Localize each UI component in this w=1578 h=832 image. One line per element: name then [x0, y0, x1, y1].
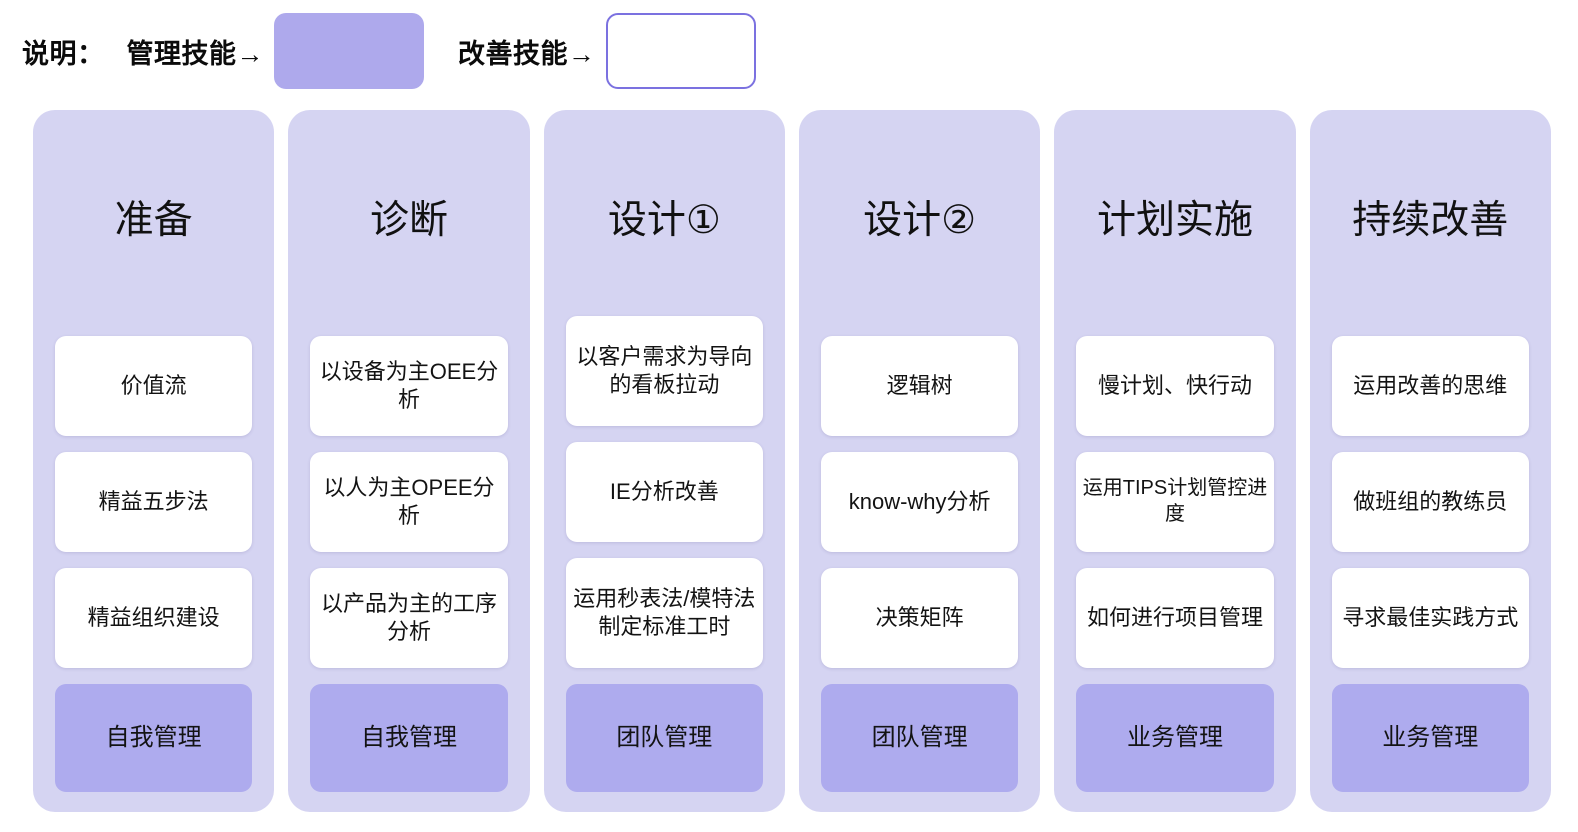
management-card[interactable]: 团队管理 — [820, 684, 1019, 792]
skill-card[interactable]: 价值流 — [55, 336, 253, 436]
phase-title: 设计② — [863, 199, 977, 242]
phase-title: 计划实施 — [1096, 199, 1253, 242]
skill-card[interactable]: 以人为主OPEE分析 — [310, 452, 508, 552]
skill-card[interactable]: 精益五步法 — [55, 452, 253, 552]
skill-card[interactable]: 运用秒表法/模特法制定标准工时 — [565, 558, 763, 668]
management-card[interactable]: 自我管理 — [310, 684, 508, 792]
legend-improvement-swatch — [605, 13, 756, 89]
phase-title: 准备 — [114, 199, 193, 242]
legend-prefix: 说明： — [22, 38, 105, 69]
management-card[interactable]: 自我管理 — [55, 684, 253, 792]
phase-column-diagnosis[interactable]: 诊断 以设备为主OEE分析 以人为主OPEE分析 以产品为主的工序分析 自我管理 — [288, 110, 530, 812]
legend-management-skill-label: 管理技能→ — [126, 38, 264, 69]
management-card[interactable]: 业务管理 — [1331, 684, 1529, 792]
management-card[interactable]: 团队管理 — [565, 684, 763, 792]
phase-card-list: 以设备为主OEE分析 以人为主OPEE分析 以产品为主的工序分析 自我管理 — [310, 265, 508, 792]
phase-column-design-2[interactable]: 设计② 逻辑树 know-why分析 决策矩阵 团队管理 — [798, 110, 1041, 812]
management-card[interactable]: 业务管理 — [1076, 684, 1274, 792]
skill-card[interactable]: know-why分析 — [820, 452, 1019, 552]
phase-columns: 准备 价值流 精益五步法 精益组织建设 自我管理 诊断 以设备为主OEE分析 以… — [33, 110, 1551, 812]
skill-card[interactable]: 决策矩阵 — [820, 568, 1019, 668]
skill-card[interactable]: 以客户需求为导向的看板拉动 — [565, 316, 763, 426]
phase-column-continuous-improvement[interactable]: 持续改善 运用改善的思维 做班组的教练员 寻求最佳实践方式 业务管理 — [1309, 110, 1551, 812]
skill-card[interactable]: 寻求最佳实践方式 — [1331, 568, 1529, 668]
legend-improvement-skill-label: 改善技能→ — [458, 38, 596, 69]
phase-card-list: 以客户需求为导向的看板拉动 IE分析改善 运用秒表法/模特法制定标准工时 团队管… — [565, 265, 763, 792]
skill-card[interactable]: 精益组织建设 — [55, 568, 253, 668]
phase-card-list: 价值流 精益五步法 精益组织建设 自我管理 — [55, 265, 253, 792]
skill-card[interactable]: 做班组的教练员 — [1331, 452, 1529, 552]
legend: 说明： 管理技能→ 改善技能→ — [22, 13, 756, 89]
skill-card[interactable]: 以设备为主OEE分析 — [310, 336, 508, 436]
phase-column-design-1[interactable]: 设计① 以客户需求为导向的看板拉动 IE分析改善 运用秒表法/模特法制定标准工时… — [543, 110, 785, 812]
skill-card[interactable]: 逻辑树 — [820, 336, 1019, 436]
phase-card-list: 运用改善的思维 做班组的教练员 寻求最佳实践方式 业务管理 — [1331, 265, 1529, 792]
phase-card-list: 慢计划、快行动 运用TIPS计划管控进度 如何进行项目管理 业务管理 — [1076, 265, 1274, 792]
skill-card[interactable]: 如何进行项目管理 — [1076, 568, 1274, 668]
skill-card[interactable]: IE分析改善 — [565, 442, 763, 542]
phase-column-plan-implementation[interactable]: 计划实施 慢计划、快行动 运用TIPS计划管控进度 如何进行项目管理 业务管理 — [1054, 110, 1296, 812]
phase-title: 持续改善 — [1352, 199, 1509, 242]
skill-card[interactable]: 慢计划、快行动 — [1076, 336, 1274, 436]
skill-card[interactable]: 运用TIPS计划管控进度 — [1076, 452, 1274, 552]
phase-column-preparation[interactable]: 准备 价值流 精益五步法 精益组织建设 自我管理 — [33, 110, 275, 812]
phase-title: 诊断 — [369, 199, 448, 242]
phase-title: 设计① — [607, 199, 721, 242]
legend-management-swatch — [274, 13, 424, 89]
phase-card-list: 逻辑树 know-why分析 决策矩阵 团队管理 — [820, 265, 1019, 792]
skill-card[interactable]: 以产品为主的工序分析 — [310, 568, 508, 668]
skill-card[interactable]: 运用改善的思维 — [1331, 336, 1529, 436]
